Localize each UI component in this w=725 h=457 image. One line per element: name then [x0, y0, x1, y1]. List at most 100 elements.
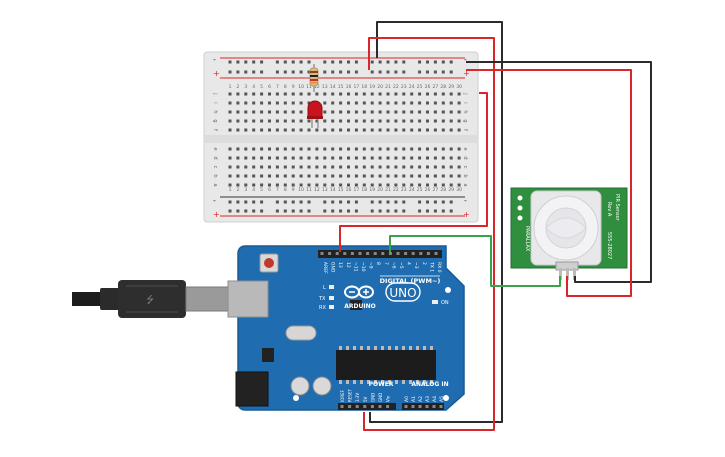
header-pin[interactable]: [432, 405, 436, 408]
terminal-hole: [236, 174, 240, 178]
header-pin[interactable]: [426, 252, 430, 255]
terminal-hole: [433, 92, 437, 96]
terminal-hole: [291, 156, 295, 160]
top-rail-holes-1: [228, 60, 453, 64]
header-pin[interactable]: [388, 252, 392, 255]
chip-pin: [346, 346, 349, 350]
header-pin[interactable]: [366, 252, 370, 255]
uno-badge: [385, 282, 421, 302]
terminal-hole: [370, 183, 374, 187]
terminal-hole: [315, 174, 319, 178]
analog-header[interactable]: [402, 403, 444, 410]
header-pin[interactable]: [404, 405, 408, 408]
header-pin[interactable]: [411, 252, 415, 255]
header-pin[interactable]: [411, 405, 415, 408]
arduino-logo-icon: [344, 285, 374, 299]
header-pin[interactable]: [404, 252, 408, 255]
digital-header[interactable]: [318, 250, 442, 258]
header-pin[interactable]: [328, 252, 332, 255]
wires: [339, 21, 652, 431]
terminal-hole: [252, 174, 256, 178]
wire-gnd-black[interactable]: [369, 21, 503, 423]
terminal-hole: [441, 119, 445, 123]
header-pin[interactable]: [418, 405, 422, 408]
header-pin[interactable]: [363, 405, 367, 408]
rail-hole: [252, 200, 256, 204]
terminal-hole: [433, 101, 437, 105]
terminal-hole: [315, 183, 319, 187]
header-pin[interactable]: [340, 405, 344, 408]
terminal-hole: [307, 165, 311, 169]
column-number: 1: [229, 187, 232, 193]
rail-minus-bottom-right: -: [464, 196, 467, 205]
rail-hole: [347, 209, 350, 213]
terminal-hole: [283, 147, 287, 151]
rail-hole: [339, 60, 343, 64]
header-pin[interactable]: [350, 252, 354, 255]
pir-hole-1: [517, 195, 523, 201]
header-pin[interactable]: [343, 252, 347, 255]
terminal-hole: [457, 92, 461, 96]
header-pin[interactable]: [348, 405, 352, 408]
power-pin-label: 5V: [363, 396, 368, 402]
header-pin[interactable]: [358, 252, 362, 255]
header-pin[interactable]: [434, 252, 438, 255]
wire-pir-vcc-red[interactable]: [466, 69, 632, 297]
header-pin[interactable]: [370, 405, 374, 408]
header-pin[interactable]: [419, 252, 423, 255]
red-led[interactable]: [307, 100, 323, 128]
terminal-hole: [457, 110, 461, 114]
led-tx-label: TX: [318, 296, 326, 302]
chip-pin: [353, 380, 356, 384]
resistor-band-4: [310, 82, 318, 84]
terminal-hole: [307, 183, 311, 187]
resistor[interactable]: [309, 64, 319, 92]
terminal-hole: [347, 128, 350, 132]
rail-hole: [441, 70, 445, 74]
terminal-hole: [441, 174, 445, 178]
wire-pir-gnd-black[interactable]: [466, 61, 652, 283]
terminal-hole: [402, 165, 406, 169]
terminal-hole: [410, 156, 414, 160]
rail-hole: [433, 60, 437, 64]
header-pin[interactable]: [439, 405, 443, 408]
header-pin[interactable]: [355, 405, 359, 408]
power-header[interactable]: [338, 403, 396, 410]
terminal-hole: [378, 165, 382, 169]
header-pin[interactable]: [320, 252, 324, 255]
terminal-hole: [268, 110, 271, 114]
header-pin[interactable]: [381, 252, 385, 255]
header-pin[interactable]: [335, 252, 339, 255]
rail-hole: [283, 209, 287, 213]
wire-5v-red[interactable]: [363, 37, 495, 431]
rail-hole: [275, 200, 279, 204]
reset-button[interactable]: [264, 258, 274, 268]
pir-sensor[interactable]: PARALLAX PIR Sensor Rev A 555-28027: [510, 187, 628, 280]
rail-hole: [394, 60, 398, 64]
header-pin[interactable]: [373, 252, 377, 255]
terminal-hole: [260, 119, 264, 123]
header-pin[interactable]: [378, 405, 382, 408]
rail-hole: [426, 200, 429, 204]
header-pin[interactable]: [396, 252, 400, 255]
terminal-hole: [370, 128, 374, 132]
wire-led-pin-red[interactable]: [339, 92, 488, 252]
terminal-hole: [362, 156, 366, 160]
rail-hole: [433, 209, 437, 213]
header-pin[interactable]: [386, 405, 390, 408]
terminal-hole: [299, 119, 303, 123]
chip-pin: [430, 346, 433, 350]
terminal-hole: [299, 110, 303, 114]
header-pin[interactable]: [425, 405, 429, 408]
rail-hole: [283, 70, 287, 74]
column-number: 22: [393, 187, 399, 193]
rail-hole: [386, 209, 390, 213]
terminal-hole: [236, 156, 240, 160]
wire-pir-signal-green[interactable]: [389, 235, 561, 287]
column-number: 24: [409, 187, 415, 193]
usb-cable[interactable]: ⭍: [72, 280, 229, 318]
column-number: 27: [433, 187, 439, 193]
